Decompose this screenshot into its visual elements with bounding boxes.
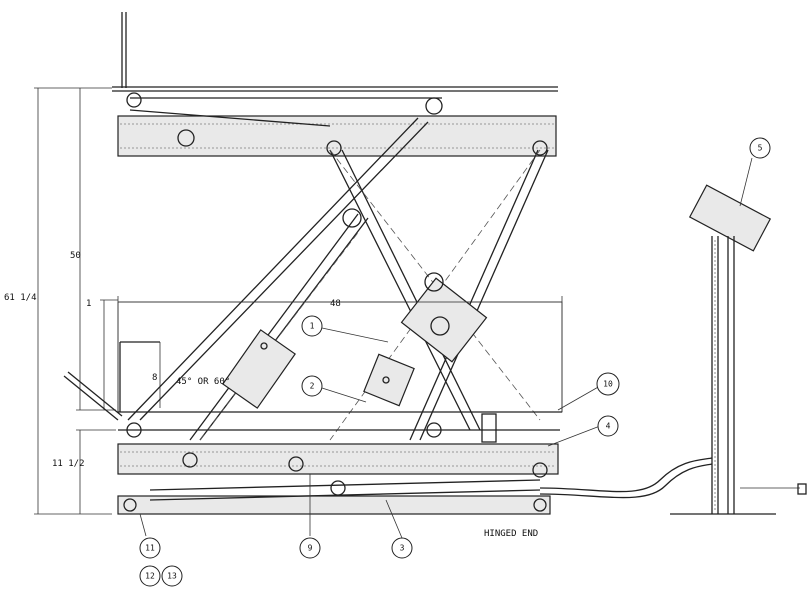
hinged-end-label: HINGED END	[484, 529, 538, 539]
callout-3: 3	[391, 537, 413, 559]
callout-4: 4	[597, 415, 619, 437]
scissor-arms	[127, 117, 549, 441]
callout-13: 13	[161, 565, 183, 587]
svg-text:11: 11	[145, 544, 155, 553]
overall-height-label: 61 1/4	[4, 293, 37, 303]
platform-length-label: 48	[330, 299, 341, 309]
svg-text:12: 12	[145, 572, 155, 581]
callout-leaders	[139, 157, 753, 539]
callout-2: 2	[301, 375, 323, 397]
svg-text:1: 1	[310, 322, 315, 331]
callout-1: 1	[301, 315, 323, 337]
lowered-height-label: 11 1/2	[52, 459, 85, 469]
callout-9: 9	[299, 537, 321, 559]
callout-12: 12	[139, 565, 161, 587]
control-stand	[539, 184, 807, 515]
callout-5: 5	[749, 137, 771, 159]
svg-text:3: 3	[400, 544, 405, 553]
svg-text:10: 10	[603, 380, 613, 389]
callout-10: 10	[596, 372, 620, 396]
svg-text:2: 2	[310, 382, 315, 391]
callout-11: 11	[139, 537, 161, 559]
svg-text:9: 9	[308, 544, 313, 553]
svg-text:4: 4	[606, 422, 611, 431]
tilt-angle-label: 45° OR 60°	[176, 377, 230, 387]
guard-height-label: 8	[152, 373, 157, 383]
svg-text:13: 13	[167, 572, 177, 581]
svg-text:5: 5	[758, 144, 763, 153]
platform-offset-label: 1	[86, 299, 91, 309]
base-frame	[117, 413, 560, 515]
raised-platform	[112, 12, 558, 157]
upper-height-label: 50	[70, 251, 81, 261]
lowered-platform	[63, 301, 563, 421]
